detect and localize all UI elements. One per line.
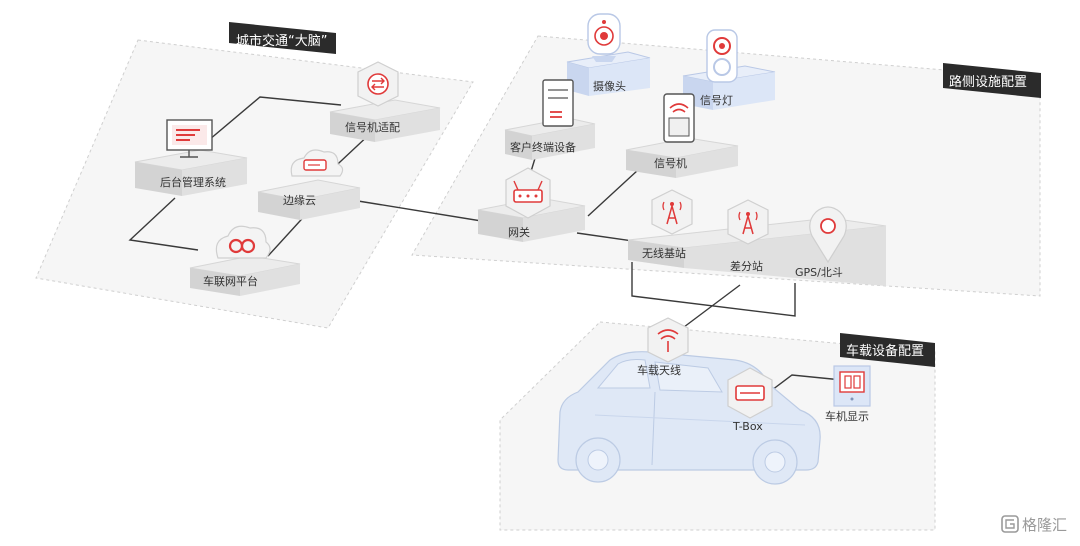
signal-adapter-label: 信号机适配 [345, 120, 400, 134]
edge-cloud-label: 边缘云 [283, 194, 316, 207]
zone-title-vehicle: 车载设备配置 [840, 333, 935, 367]
svg-text:车载设备配置: 车载设备配置 [846, 343, 924, 359]
zone-title-city-brain: 城市交通“大脑” [229, 22, 336, 54]
node-diff-station: 差分站 [727, 199, 769, 273]
node-gps: GPS/北斗 [795, 206, 847, 279]
link-tbox-to-display [767, 374, 843, 394]
node-gateway: 网关 [477, 167, 586, 242]
traffic-light-icon [706, 29, 738, 83]
signal-controller-label: 信号机 [654, 156, 687, 170]
node-base-station: 无线基站 [642, 189, 693, 260]
signal-controller-icon [663, 93, 695, 143]
node-backend-system: 后台管理系统 [134, 119, 248, 196]
traffic-light-label: 信号灯 [700, 94, 733, 107]
camera-label: 摄像头 [593, 79, 626, 93]
watermark: 格隆汇 [1001, 515, 1067, 534]
cloud-icon [290, 149, 344, 177]
location-pin-icon [809, 206, 847, 264]
tbox-label: T-Box [732, 420, 763, 433]
antenna-tower-icon [727, 199, 769, 245]
iov-platform-label: 车联网平台 [203, 274, 258, 288]
node-signal-adapter: 信号机适配 [329, 61, 441, 142]
server-icon [542, 79, 574, 127]
base-station-label: 无线基站 [642, 246, 686, 260]
node-vehicle-antenna: 车载天线 [637, 317, 689, 377]
router-icon [505, 167, 551, 219]
node-signal-controller: 信号机 [625, 93, 739, 178]
link-antenna-to-diffstation [679, 284, 741, 331]
gateway-label: 网关 [508, 225, 530, 239]
node-iov-platform: 车联网平台 [189, 225, 301, 296]
camera-icon [587, 13, 621, 62]
diff-station-label: 差分站 [730, 259, 763, 273]
link-backend-to-iov [128, 197, 199, 251]
node-camera: 摄像头 [566, 13, 651, 96]
display-icon [833, 365, 871, 407]
backend-system-label: 后台管理系统 [160, 175, 226, 189]
wifi-icon [647, 317, 689, 363]
link-backend-to-adapter [202, 96, 342, 146]
watermark-text: 格隆汇 [1022, 516, 1067, 534]
adapter-icon [357, 61, 399, 107]
brand-logo-icon [1001, 515, 1019, 533]
link-basestation-to-gps [631, 262, 796, 317]
node-head-unit: 车机显示 [825, 365, 871, 423]
node-tbox: T-Box [727, 367, 773, 433]
monitor-icon [166, 119, 213, 158]
node-customer-terminal: 客户终端设备 [504, 79, 596, 160]
cloud-link-icon [215, 225, 271, 259]
node-edge-cloud: 边缘云 [257, 149, 361, 220]
antenna-tower-icon [651, 189, 693, 235]
tbox-icon [727, 367, 773, 419]
customer-terminal-label: 客户终端设备 [510, 140, 576, 154]
vehicle-antenna-label: 车载天线 [637, 363, 681, 377]
zone-title-roadside: 路侧设施配置 [943, 63, 1041, 98]
svg-text:城市交通“大脑”: 城市交通“大脑” [236, 33, 327, 49]
gps-label: GPS/北斗 [795, 266, 843, 279]
head-unit-label: 车机显示 [825, 409, 869, 423]
svg-text:路侧设施配置: 路侧设施配置 [949, 74, 1027, 90]
